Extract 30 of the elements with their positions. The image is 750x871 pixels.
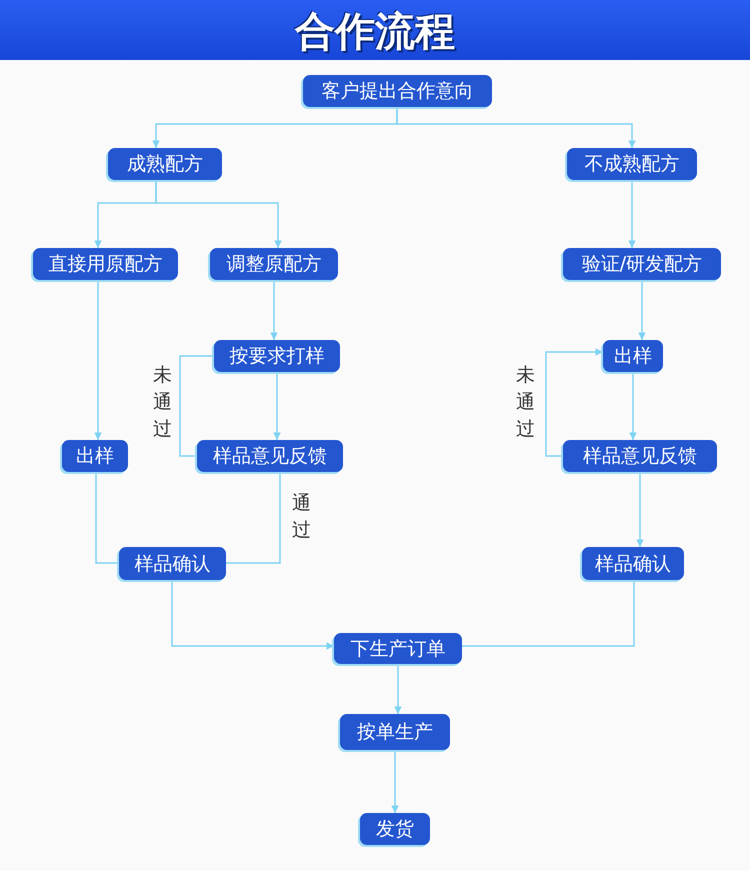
- process-box: 按要求打样: [214, 340, 340, 372]
- process-box: 验证/研发配方: [563, 248, 721, 280]
- arrow: [273, 372, 281, 440]
- process-box: 客户提出合作意向: [303, 75, 492, 107]
- process-box: 下生产订单: [334, 633, 462, 664]
- arrow: [391, 750, 399, 813]
- process-box: 按单生产: [340, 714, 450, 750]
- process-box: 样品确认: [582, 547, 684, 580]
- process-box: 成熟配方: [108, 148, 222, 180]
- process-box: 出样: [62, 440, 128, 472]
- process-box: 样品意见反馈: [197, 440, 343, 472]
- arrow: [171, 580, 334, 650]
- process-box: 直接用原配方: [33, 248, 178, 280]
- process-box: 发货: [360, 813, 430, 845]
- process-box: 样品意见反馈: [563, 440, 717, 472]
- arrow: [545, 348, 603, 457]
- process-box: 出样: [603, 340, 663, 372]
- arrow: [629, 372, 637, 440]
- arrow: [94, 280, 102, 440]
- arrow: [270, 280, 278, 340]
- arrow: [638, 280, 646, 340]
- process-box: 不成熟配方: [567, 148, 697, 180]
- process-box: 调整原配方: [210, 248, 338, 280]
- arrow: [628, 180, 636, 248]
- title: 合作流程: [295, 9, 455, 55]
- process-box: 样品确认: [119, 547, 226, 580]
- arrow: [394, 664, 402, 714]
- arrow: [636, 472, 644, 547]
- arrow: [396, 107, 636, 148]
- arrow: [155, 180, 282, 248]
